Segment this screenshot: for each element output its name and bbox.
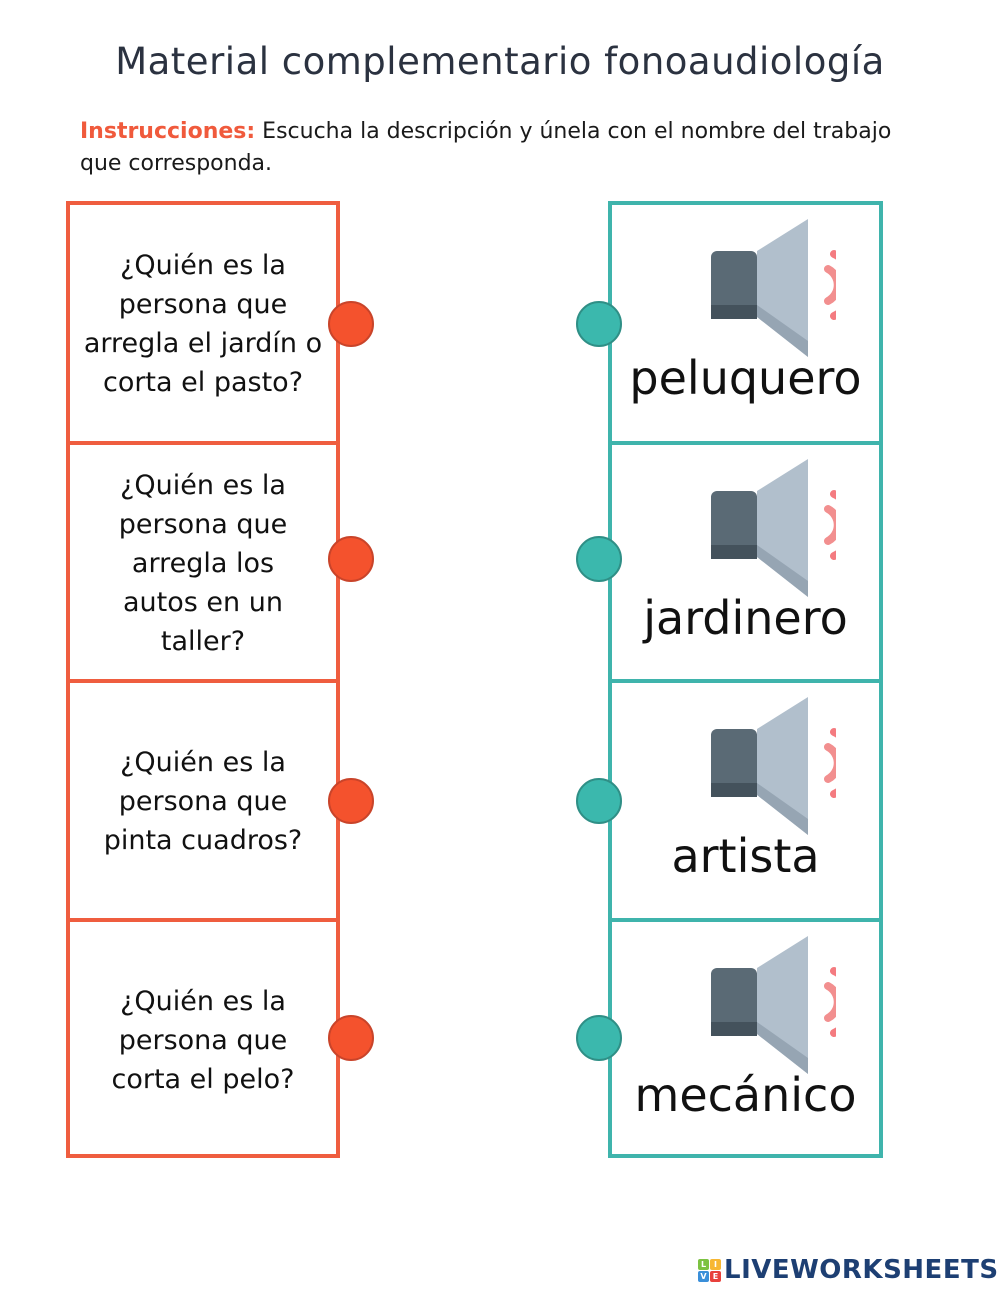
instructions-text: Escucha la descripción y únela con el no… xyxy=(80,119,892,176)
logo-letter: I xyxy=(710,1258,721,1270)
match-dot-left-4[interactable] xyxy=(328,1015,374,1061)
logo-text: LIVEWORKSHEETS xyxy=(724,1255,999,1285)
logo-letter: L xyxy=(698,1258,709,1270)
answer-word: artista xyxy=(671,829,820,883)
speaker-icon[interactable] xyxy=(656,697,836,837)
speaker-icon[interactable] xyxy=(656,459,836,599)
answer-card: peluquero xyxy=(612,205,879,443)
question-text: ¿Quién es la persona que arregla el jard… xyxy=(83,250,323,398)
match-dot-left-1[interactable] xyxy=(328,301,374,347)
live-logo-icon: L I V E xyxy=(698,1258,721,1282)
answer-word: peluquero xyxy=(629,351,862,405)
match-dot-left-2[interactable] xyxy=(328,536,374,582)
answer-card: artista xyxy=(612,679,879,919)
question-card: ¿Quién es la persona que arregla el jard… xyxy=(70,205,336,443)
speaker-icon[interactable] xyxy=(656,219,836,359)
questions-column: ¿Quién es la persona que arregla el jard… xyxy=(66,201,340,1158)
question-card: ¿Quién es la persona que corta el pelo? xyxy=(70,918,336,1158)
answer-card: mecánico xyxy=(612,918,879,1158)
question-text: ¿Quién es la persona que corta el pelo? xyxy=(111,985,295,1095)
match-dot-right-1[interactable] xyxy=(576,301,622,347)
match-dot-right-4[interactable] xyxy=(576,1015,622,1061)
logo-letter: E xyxy=(710,1270,721,1282)
question-card: ¿Quién es la persona que arregla los aut… xyxy=(70,441,336,681)
question-text: ¿Quién es la persona que arregla los aut… xyxy=(118,469,288,657)
liveworksheets-logo: L I V E LIVEWORKSHEETS xyxy=(698,1255,999,1285)
logo-letter: V xyxy=(698,1270,709,1282)
page-title: Material complementario fonoaudiología xyxy=(115,40,885,83)
answer-card: jardinero xyxy=(612,441,879,681)
answer-word: jardinero xyxy=(643,591,848,645)
match-dot-right-3[interactable] xyxy=(576,778,622,824)
match-dot-right-2[interactable] xyxy=(576,536,622,582)
speaker-icon[interactable] xyxy=(656,936,836,1076)
match-dot-left-3[interactable] xyxy=(328,778,374,824)
instructions-label: Instrucciones: xyxy=(80,119,256,144)
question-card: ¿Quién es la persona que pinta cuadros? xyxy=(70,679,336,919)
question-text: ¿Quién es la persona que pinta cuadros? xyxy=(103,746,303,856)
answer-word: mecánico xyxy=(634,1068,857,1122)
answers-column: peluquero jardinero artista xyxy=(608,201,883,1158)
instructions: Instrucciones: Escucha la descripción y … xyxy=(80,116,900,180)
